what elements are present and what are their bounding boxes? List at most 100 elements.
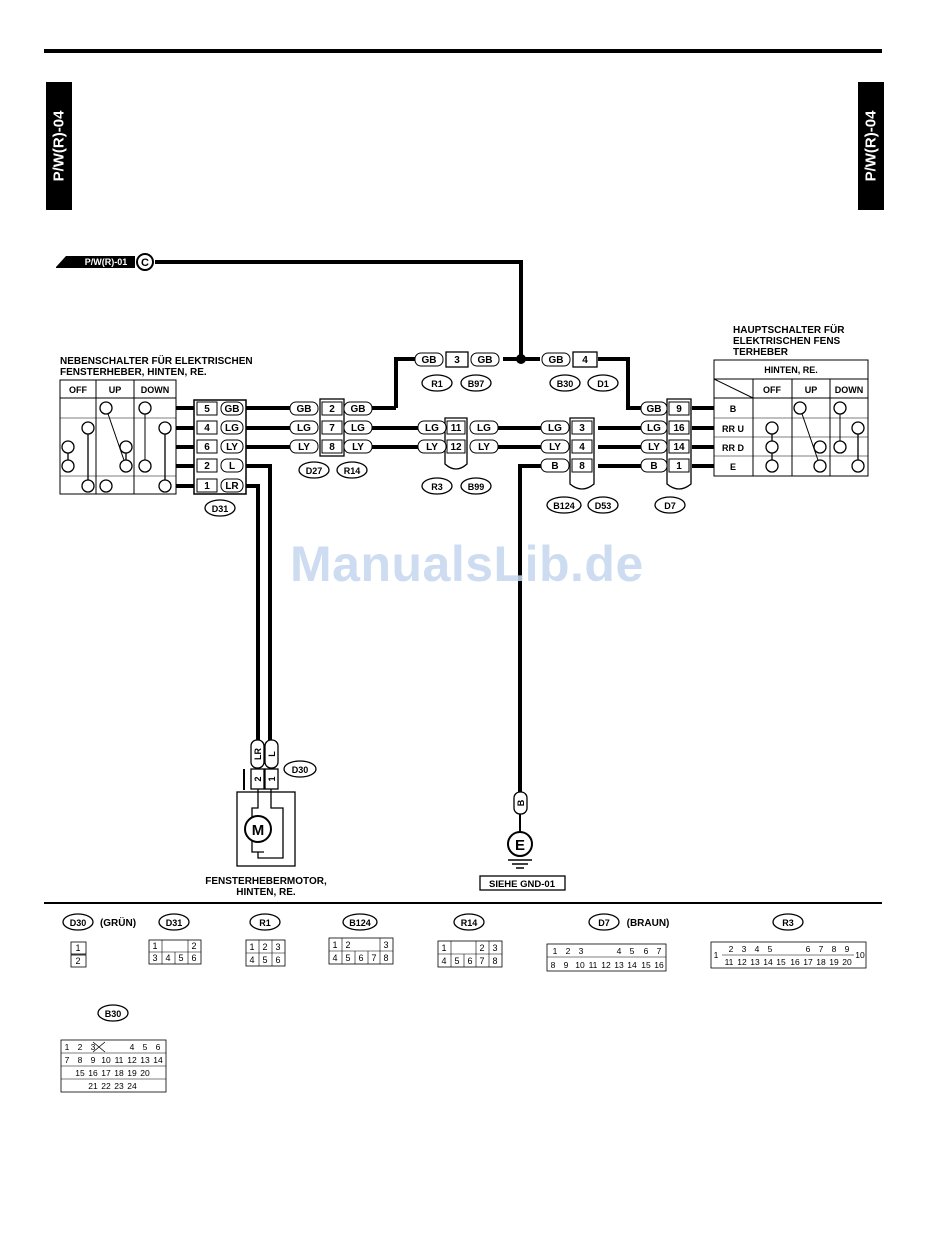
view-b124-pin: 6 <box>358 953 363 963</box>
view-b30-pin: 12 <box>127 1055 137 1065</box>
d27-label: D27 <box>306 466 323 476</box>
b124-pin-1: 3 <box>579 423 585 434</box>
d7-wire-3: LY <box>648 442 660 453</box>
motor-label-2: HINTEN, RE. <box>236 887 296 898</box>
d7-label: D7 <box>664 501 676 511</box>
d31-pin-5: 1 <box>204 481 210 492</box>
main-switch-row-rru: RR U <box>722 424 744 434</box>
d27-left-1: GB <box>297 404 312 415</box>
view-b30-pin: 2 <box>78 1042 83 1052</box>
view-b30-pin: 1 <box>65 1042 70 1052</box>
main-switch-header-down: DOWN <box>835 385 864 395</box>
b124-left-2: LY <box>549 442 561 453</box>
view-b30-pin: 16 <box>88 1068 98 1078</box>
view-d7-note: (BRAUN) <box>627 918 670 929</box>
view-b30-pin: 21 <box>88 1081 98 1091</box>
view-b124-pin: 2 <box>345 940 350 950</box>
view-d7-pin: 9 <box>564 960 569 970</box>
view-b30-pin: 10 <box>101 1055 111 1065</box>
r3-right-1: LG <box>477 423 491 434</box>
d27-right-2: LG <box>351 423 365 434</box>
ground-ref: SIEHE GND-01 <box>489 879 556 890</box>
d7-pin-1: 9 <box>676 404 682 415</box>
watermark: ManualsLib.de <box>290 536 644 592</box>
d7-pin-3: 14 <box>673 442 685 453</box>
view-r1-pin: 2 <box>262 942 267 952</box>
main-switch: HAUPTSCHALTER FÜR ELEKTRISCHEN FENS TERH… <box>713 323 869 477</box>
b124-pin-2: 4 <box>579 442 585 453</box>
b30-pin: 4 <box>582 355 588 366</box>
connector-b30: GB 4 B30 D1 <box>541 351 619 392</box>
d1-label: D1 <box>597 379 609 389</box>
view-r3-pin: 2 <box>729 944 734 954</box>
view-d7-pin: 1 <box>553 946 558 956</box>
view-b124-label: B124 <box>349 918 371 928</box>
view-r3-pin: 4 <box>755 944 760 954</box>
left-switch-header-off: OFF <box>69 385 87 395</box>
r3-label: R3 <box>431 482 443 492</box>
b124-left-1: LG <box>548 423 562 434</box>
main-switch-row-e: E <box>730 462 736 472</box>
view-r14-pin: 1 <box>441 943 446 953</box>
motor-label-1: FENSTERHEBERMOTOR, <box>205 876 327 887</box>
d7-pin-2: 16 <box>673 423 685 434</box>
view-b30-pin: 18 <box>114 1068 124 1078</box>
r1-pin: 3 <box>454 355 460 366</box>
view-d7-pin: 4 <box>617 946 622 956</box>
view-b30-pin: 8 <box>78 1055 83 1065</box>
connector-d7: GB 9 LG 16 LY 14 B 1 D7 <box>640 398 692 514</box>
from-ref-arrow: P/W(R)-01 C <box>56 253 154 271</box>
motor-wire-lr: LR <box>253 748 263 760</box>
ground-wire: B <box>516 799 526 806</box>
connector-r1: GB 3 GB R1 B97 <box>414 351 500 392</box>
view-d31-pin: 4 <box>165 953 170 963</box>
view-b124-pin: 3 <box>383 940 388 950</box>
left-switch-header-down: DOWN <box>141 385 170 395</box>
view-b30-pin: 4 <box>130 1042 135 1052</box>
view-r14-label: R14 <box>461 918 478 928</box>
view-b124-pin: 1 <box>332 940 337 950</box>
view-r3-pin: 15 <box>776 957 786 967</box>
view-d7-pin: 5 <box>630 946 635 956</box>
view-d7-pin: 2 <box>566 946 571 956</box>
r1-right: GB <box>478 355 493 366</box>
view-r14-pin: 5 <box>454 956 459 966</box>
page-tab-right: P/W(R)-04 <box>858 82 884 210</box>
connector-d31: 5 GB 4 LG 6 LY 2 L 1 LR D31 <box>193 399 247 517</box>
motor-pin-1: 1 <box>267 776 277 781</box>
d31-wire-5: LR <box>225 481 239 492</box>
view-r3-pin: 8 <box>832 944 837 954</box>
view-r3-pin: 16 <box>790 957 800 967</box>
motor-pin-2: 2 <box>253 776 263 781</box>
d31-label: D31 <box>212 504 229 514</box>
view-b30-pin: 15 <box>75 1068 85 1078</box>
r14-label: R14 <box>344 466 361 476</box>
d7-pin-4: 1 <box>676 461 682 472</box>
d27-pin-3: 8 <box>329 442 335 453</box>
motor-symbol: M <box>252 822 265 839</box>
view-d30-pin: 2 <box>75 956 80 966</box>
view-r3-pin: 3 <box>742 944 747 954</box>
view-d31-pin: 6 <box>191 953 196 963</box>
main-switch-title-3: TERHEBER <box>733 347 789 358</box>
view-b124-pin: 7 <box>371 953 376 963</box>
connector-d27: GB 2 GB LG 7 LG LY 8 LY D27 R14 <box>289 398 373 479</box>
view-b30-pin: 5 <box>143 1042 148 1052</box>
view-b124-pin: 4 <box>332 953 337 963</box>
r3-left-2: LY <box>426 442 438 453</box>
view-r14-pin: 7 <box>479 956 484 966</box>
main-switch-header-up: UP <box>805 385 818 395</box>
view-b30-pin: 11 <box>115 1055 124 1065</box>
view-r3-pin: 14 <box>763 957 773 967</box>
page-tab-left: P/W(R)-04 <box>46 82 72 210</box>
d7-wire-1: GB <box>647 404 662 415</box>
view-r14-pin: 8 <box>492 956 497 966</box>
view-b30-pin: 9 <box>91 1055 96 1065</box>
left-switch: NEBENSCHALTER FÜR ELEKTRISCHEN FENSTERHE… <box>59 354 253 495</box>
d53-label: D53 <box>595 501 612 511</box>
connector-r3: LG 11 LG LY 12 LY R3 B99 <box>417 417 499 495</box>
r3-pin-2: 12 <box>450 442 462 453</box>
view-b124-pin: 5 <box>345 953 350 963</box>
view-b30-label: B30 <box>105 1009 122 1019</box>
from-ref-letter: C <box>141 257 149 269</box>
